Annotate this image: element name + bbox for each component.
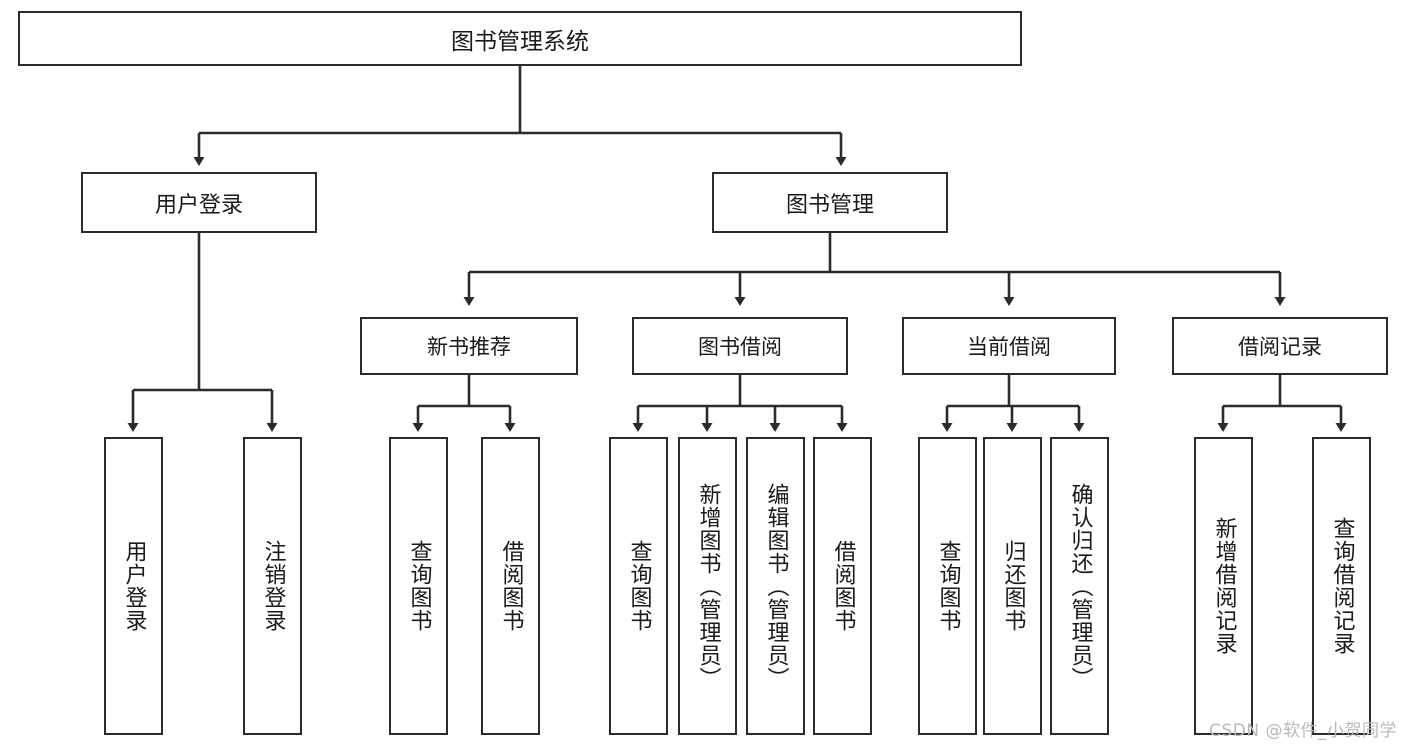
leaf-label: 查询借阅记录	[1329, 517, 1355, 655]
leaf-label: 查询图书	[935, 540, 961, 632]
csdn-watermark: CSDN @软件_小贺同学	[1209, 721, 1397, 741]
leaf-label: 借阅图书	[498, 540, 524, 632]
node-leaf-borrow-book-1[interactable]: 借阅图书	[481, 437, 540, 735]
node-root-system[interactable]: 图书管理系统	[18, 11, 1022, 66]
leaf-label: 编辑图书（管理员）	[763, 482, 789, 690]
node-user-login[interactable]: 用户登录	[81, 172, 317, 233]
node-leaf-query-borrow-record[interactable]: 查询借阅记录	[1312, 437, 1371, 735]
leaf-label: 归还图书	[1000, 540, 1026, 632]
node-leaf-borrow-book-2[interactable]: 借阅图书	[813, 437, 872, 735]
node-leaf-confirm-return[interactable]: 确认归还（管理员）	[1050, 437, 1109, 735]
node-leaf-query-book-3[interactable]: 查询图书	[918, 437, 977, 735]
leaf-label: 新增借阅记录	[1211, 517, 1237, 655]
node-leaf-add-book[interactable]: 新增图书（管理员）	[678, 437, 737, 735]
node-new-book-recommend[interactable]: 新书推荐	[360, 317, 578, 375]
leaf-label: 确认归还（管理员）	[1067, 482, 1093, 690]
node-leaf-return-book[interactable]: 归还图书	[983, 437, 1042, 735]
node-book-management[interactable]: 图书管理	[712, 172, 948, 233]
leaf-label: 注销登录	[260, 540, 286, 632]
node-leaf-edit-book[interactable]: 编辑图书（管理员）	[746, 437, 805, 735]
node-leaf-query-book-2[interactable]: 查询图书	[609, 437, 668, 735]
node-borrow-record[interactable]: 借阅记录	[1172, 317, 1388, 375]
leaf-label: 查询图书	[626, 540, 652, 632]
node-leaf-user-login[interactable]: 用户登录	[104, 437, 163, 735]
node-current-borrow[interactable]: 当前借阅	[902, 317, 1116, 375]
leaf-label: 用户登录	[121, 540, 147, 632]
leaf-label: 新增图书（管理员）	[695, 482, 721, 690]
leaf-label: 查询图书	[406, 540, 432, 632]
node-leaf-query-book-1[interactable]: 查询图书	[389, 437, 448, 735]
node-leaf-logout-login[interactable]: 注销登录	[243, 437, 302, 735]
node-book-borrow[interactable]: 图书借阅	[632, 317, 848, 375]
node-leaf-add-borrow-record[interactable]: 新增借阅记录	[1194, 437, 1253, 735]
leaf-label: 借阅图书	[830, 540, 856, 632]
